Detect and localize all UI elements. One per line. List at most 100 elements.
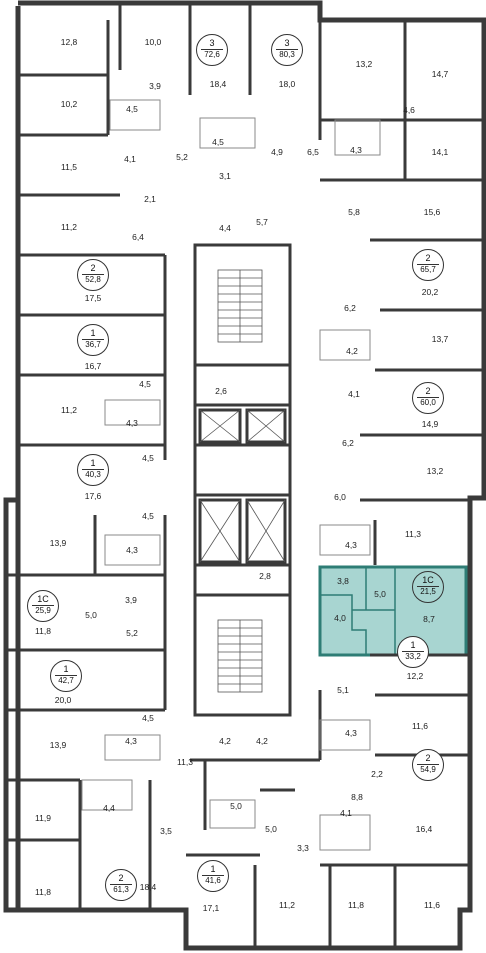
apartment-badge-1-33[interactable]: 1 33,2 bbox=[397, 636, 429, 668]
room-area: 4,5 bbox=[142, 510, 154, 521]
room-area: 4,3 bbox=[126, 544, 138, 555]
room-area: 13,2 bbox=[426, 465, 444, 476]
apartment-type: 2 bbox=[425, 753, 431, 763]
apartment-type: 1 bbox=[90, 328, 96, 338]
apartment-area: 36,7 bbox=[82, 339, 104, 350]
apartment-badge-2-52[interactable]: 2 52,8 bbox=[77, 259, 109, 291]
left-wing-walls bbox=[6, 3, 252, 910]
apartment-badge-1c-25[interactable]: 1С 25,9 bbox=[27, 590, 59, 622]
room-area: 5,0 bbox=[374, 588, 386, 599]
room-area: 4,1 bbox=[124, 153, 136, 164]
room-area: 11,9 bbox=[35, 812, 51, 823]
room-area: 11,8 bbox=[35, 886, 51, 897]
apartment-badge-2-61[interactable]: 2 61,3 bbox=[105, 869, 137, 901]
room-area: 13,7 bbox=[431, 333, 449, 344]
room-area: 17,6 bbox=[84, 490, 102, 501]
apartment-type: 2 bbox=[118, 873, 124, 883]
room-area: 18,4 bbox=[139, 881, 157, 892]
right-wing-walls bbox=[253, 20, 484, 948]
apartment-area: 65,7 bbox=[417, 264, 439, 275]
room-area: 11,8 bbox=[348, 899, 364, 910]
apartment-badge-1-40[interactable]: 1 40,3 bbox=[77, 454, 109, 486]
room-area: 4,5 bbox=[126, 103, 138, 114]
room-area: 8,7 bbox=[423, 613, 435, 624]
room-area: 2,1 bbox=[144, 193, 156, 204]
room-area: 4,6 bbox=[403, 104, 415, 115]
room-area: 5,2 bbox=[176, 151, 188, 162]
apartment-area: 41,6 bbox=[202, 875, 224, 886]
room-area: 4,3 bbox=[345, 727, 357, 738]
room-area: 6,2 bbox=[342, 437, 354, 448]
room-area: 4,3 bbox=[350, 144, 362, 155]
apartment-area: 80,3 bbox=[276, 49, 298, 60]
core-walls bbox=[193, 243, 292, 717]
stairs-top bbox=[217, 269, 263, 343]
room-area: 10,2 bbox=[60, 98, 78, 109]
outer-walls-left bbox=[3, 6, 21, 913]
apartment-badge-3-80[interactable]: 3 80,3 bbox=[271, 34, 303, 66]
room-area: 2,6 bbox=[215, 385, 227, 396]
apartment-area: 33,2 bbox=[402, 651, 424, 662]
apartment-area: 54,9 bbox=[417, 764, 439, 775]
apartment-type: 3 bbox=[209, 38, 215, 48]
room-area: 14,9 bbox=[421, 418, 439, 429]
room-area: 13,9 bbox=[49, 739, 67, 750]
bottom-walls bbox=[186, 758, 320, 857]
apartment-area: 21,5 bbox=[417, 586, 439, 597]
room-area: 3,9 bbox=[149, 80, 161, 91]
room-area: 12,2 bbox=[406, 670, 424, 681]
room-area: 17,1 bbox=[202, 902, 220, 913]
room-area: 20,0 bbox=[54, 694, 72, 705]
apartment-area: 61,3 bbox=[110, 884, 132, 895]
room-area: 4,0 bbox=[334, 612, 346, 623]
apartment-badge-1c-21[interactable]: 1С 21,5 bbox=[412, 571, 444, 603]
apartment-badge-1-36[interactable]: 1 36,7 bbox=[77, 324, 109, 356]
room-area: 11,2 bbox=[61, 221, 77, 232]
room-area: 4,5 bbox=[142, 712, 154, 723]
room-area: 11,3 bbox=[177, 756, 193, 767]
room-area: 10,0 bbox=[144, 36, 162, 47]
room-area: 2,2 bbox=[371, 768, 383, 779]
apartment-badge-2-65[interactable]: 2 65,7 bbox=[412, 249, 444, 281]
apartment-area: 52,8 bbox=[82, 274, 104, 285]
room-area: 6,5 bbox=[307, 146, 319, 157]
apartment-type: 1 bbox=[63, 664, 69, 674]
apartment-area: 72,6 bbox=[201, 49, 223, 60]
room-area: 3,9 bbox=[125, 594, 137, 605]
room-area: 15,6 bbox=[423, 206, 441, 217]
room-area: 11,6 bbox=[424, 899, 440, 910]
apartment-area: 60,0 bbox=[417, 397, 439, 408]
apartment-area: 42,7 bbox=[55, 675, 77, 686]
room-area: 14,1 bbox=[431, 146, 449, 157]
room-area: 6,2 bbox=[344, 302, 356, 313]
room-area: 6,4 bbox=[132, 231, 144, 242]
apartment-type: 1 bbox=[410, 640, 416, 650]
room-area: 4,9 bbox=[271, 146, 283, 157]
room-area: 11,5 bbox=[61, 161, 77, 172]
room-area: 5,0 bbox=[85, 609, 97, 620]
room-area: 5,8 bbox=[348, 206, 360, 217]
room-area: 5,1 bbox=[337, 684, 349, 695]
apartment-type: 2 bbox=[425, 253, 431, 263]
room-area: 4,5 bbox=[139, 378, 151, 389]
apartment-badge-3-72[interactable]: 3 72,6 bbox=[196, 34, 228, 66]
room-area: 4,3 bbox=[125, 735, 137, 746]
room-area: 5,7 bbox=[256, 216, 268, 227]
room-area: 3,1 bbox=[219, 170, 231, 181]
highlighted-apartment-walls bbox=[320, 567, 396, 655]
stairs-bottom bbox=[217, 619, 263, 693]
room-area: 2,8 bbox=[259, 570, 271, 581]
apartment-badge-2-54[interactable]: 2 54,9 bbox=[412, 749, 444, 781]
room-area: 14,7 bbox=[431, 68, 449, 79]
room-area: 18,0 bbox=[278, 78, 296, 89]
room-area: 11,3 bbox=[405, 528, 421, 539]
room-area: 8,8 bbox=[351, 791, 363, 802]
apartment-badge-1-41[interactable]: 1 41,6 bbox=[197, 860, 229, 892]
apartment-badge-2-60[interactable]: 2 60,0 bbox=[412, 382, 444, 414]
apartment-badge-1-42[interactable]: 1 42,7 bbox=[50, 660, 82, 692]
room-area: 4,4 bbox=[103, 802, 115, 813]
room-area: 11,8 bbox=[35, 625, 51, 636]
apartment-type: 3 bbox=[284, 38, 290, 48]
apartment-type: 1 bbox=[90, 458, 96, 468]
